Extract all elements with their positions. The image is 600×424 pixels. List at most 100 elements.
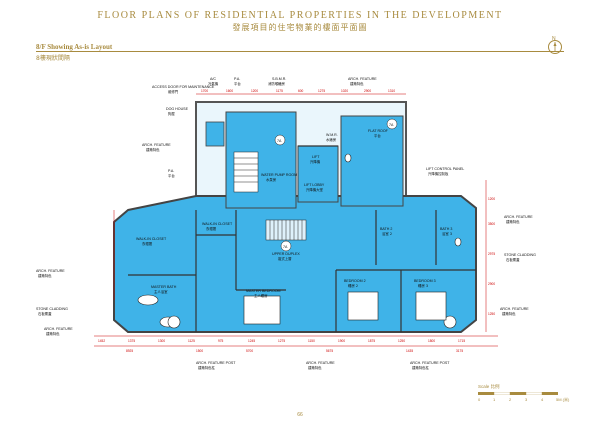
- dim-bottom-4: 1125: [188, 339, 195, 343]
- callout-arch-feature-post-2-zh: 建築特色柱: [412, 365, 430, 370]
- room-dog-house-zh: 狗屋: [168, 111, 175, 116]
- callout-stone-cladding-east: STONE CLADDING: [504, 253, 536, 257]
- room-bedroom-3-zh: 睡房 3: [418, 283, 428, 288]
- room-upper-duplex: UPPER DUPLEX: [272, 252, 300, 256]
- room-bath-2-zh: 浴室 2: [382, 231, 392, 236]
- callout-stone-cladding-west-zh: 石板覆蓋: [38, 311, 52, 316]
- dim-bottom-8: 1150: [308, 339, 315, 343]
- callout-arch-feature-bottom-zh: 建築特色: [308, 365, 322, 370]
- room-dog-house: DOG HOUSE: [166, 107, 189, 111]
- dim-right-2: 3500: [488, 222, 495, 226]
- dim-right-5: 1250: [488, 312, 495, 316]
- flat-roof-area: [340, 115, 404, 207]
- dim-right-1: 1200: [488, 197, 495, 201]
- dim-top-1: 1700: [201, 89, 208, 93]
- callout-access-door: ACCESS DOOR FOR MAINTENANCE: [152, 85, 215, 89]
- dim-bottom-total-4: 5675: [326, 349, 333, 353]
- north-label: N: [552, 36, 556, 42]
- room-walkin-closet-2: WALK-IN CLOSET: [202, 222, 233, 226]
- room-bath-3-zh: 浴室 3: [442, 231, 452, 236]
- scale-title: Scale 比例: [478, 384, 500, 389]
- round-table-icon: [443, 315, 457, 329]
- room-walkin-closet-2-zh: 衣帽間: [206, 226, 217, 231]
- dimension-lines: [94, 93, 498, 347]
- room-bath-2: BATH 2: [380, 227, 392, 231]
- scale-tick: 2: [509, 397, 512, 402]
- svg-text:7A: 7A: [277, 139, 282, 143]
- floor-plan: 1452 1375 1300 1125 975 1245 1275 1150 1…: [36, 77, 536, 370]
- dim-bottom-13: 1715: [458, 339, 465, 343]
- section-title-chinese: 8樓現狀間隔: [36, 55, 70, 62]
- dim-top-7: 1020: [341, 89, 348, 93]
- callout-sbmr: S.B.M.R.: [272, 77, 286, 81]
- dim-bottom-6: 1245: [248, 339, 255, 343]
- callout-arch-feature-sw: ARCH. FEATURE: [44, 327, 73, 331]
- room-flat-roof-zh: 平台: [374, 133, 381, 138]
- dim-top-9: 1310: [388, 89, 395, 93]
- callout-arch-feature-sw-zh: 建築特色: [46, 331, 60, 336]
- scale-tick: 1: [493, 397, 496, 402]
- page-title: FLOOR PLANS OF RESIDENTIAL PROPERTIES IN…: [97, 10, 503, 21]
- callout-arch-feature-top: ARCH. FEATURE: [348, 77, 377, 81]
- dim-right-3: 2975: [488, 252, 495, 256]
- dim-bottom-total-6: 3175: [456, 349, 463, 353]
- callout-ac-zh: 冷氣機: [208, 81, 219, 86]
- callout-pa-top-zh: 平台: [234, 81, 241, 86]
- dim-bottom-5: 975: [218, 339, 224, 343]
- callout-arch-feature-post-2: ARCH. FEATURE POST: [410, 361, 450, 365]
- room-master-bedroom: MASTER BEDROOM: [246, 289, 281, 293]
- dim-bottom-total-2: 1500: [196, 349, 203, 353]
- callout-arch-feature-east-zh: 建築特色: [506, 219, 520, 224]
- page-title-chinese: 發展項目的住宅物業的樓面平面圖: [232, 23, 368, 32]
- room-flat-roof: FLAT ROOF: [368, 129, 389, 133]
- room-bedroom-3: BEDROOM 3: [414, 279, 436, 283]
- scale-tick: 4: [541, 397, 544, 402]
- interior-walls: [128, 145, 476, 332]
- callout-lift-control-panel-zh: 升降機控制板: [428, 171, 449, 176]
- dim-top-4: 1175: [276, 89, 283, 93]
- dim-top-6: 1275: [318, 89, 325, 93]
- callout-pa-top: P.A.: [234, 77, 240, 81]
- scale-tick: 0: [478, 397, 481, 402]
- room-lift-lobby: LIFT LOBBY: [304, 183, 325, 187]
- dim-bottom-11: 1250: [398, 339, 405, 343]
- room-bath-3: BATH 3: [440, 227, 452, 231]
- callout-arch-feature-west: ARCH. FEATURE: [36, 269, 65, 273]
- dim-bottom-total-5: 1435: [406, 349, 413, 353]
- bed-icon: [243, 295, 281, 325]
- svg-text:7A: 7A: [283, 245, 288, 249]
- dim-bottom-10: 1875: [368, 339, 375, 343]
- callout-access-door-zh: 維修門: [168, 89, 179, 94]
- callout-arch-feature-left-zh: 建築特色: [146, 147, 160, 152]
- north-arrow-icon: [548, 40, 562, 54]
- dim-bottom-total-1: 8925: [126, 349, 133, 353]
- callout-stone-cladding-west: STONE CLADDING: [36, 307, 68, 311]
- callout-lift-control-panel: LIFT CONTROL PANEL: [426, 167, 464, 171]
- scale-tick: 5M (米): [556, 397, 570, 402]
- dog-house-area: [205, 121, 225, 147]
- scale-tick: 3: [525, 397, 528, 402]
- callout-arch-feature-se-zh: 建築特色: [502, 311, 516, 316]
- room-master-bath-zh: 主人浴室: [154, 289, 168, 294]
- section-title: 8/F Showing As-is Layout: [36, 43, 113, 51]
- callout-pa-left: P.A.: [168, 169, 174, 173]
- callout-arch-feature-post-1: ARCH. FEATURE POST: [196, 361, 236, 365]
- callout-arch-feature-left: ARCH. FEATURE: [142, 143, 171, 147]
- room-walk-in-closet-zh: 衣帽間: [142, 241, 153, 246]
- room-bedroom-2-zh: 睡房 2: [348, 283, 358, 288]
- toilet-icon: [454, 237, 462, 247]
- bathtub-icon: [137, 294, 159, 306]
- svg-text:7A: 7A: [389, 123, 394, 127]
- callout-arch-feature-top-zh: 建築特色: [350, 81, 364, 86]
- callout-pa-left-zh: 平台: [168, 173, 175, 178]
- room-bedroom-2: BEDROOM 2: [344, 279, 366, 283]
- dim-bottom-7: 1275: [278, 339, 285, 343]
- dim-top-8: 2900: [364, 89, 371, 93]
- staircase: [233, 151, 307, 241]
- dim-top-2: 1600: [226, 89, 233, 93]
- bed-icon: [347, 291, 379, 321]
- callout-arch-feature-east: ARCH. FEATURE: [504, 215, 533, 219]
- room-lift-lobby-zh: 升降機大堂: [306, 187, 324, 192]
- callout-arch-feature-post-1-zh: 建築特色柱: [198, 365, 216, 370]
- room-lift-zh: 升降機: [310, 159, 321, 164]
